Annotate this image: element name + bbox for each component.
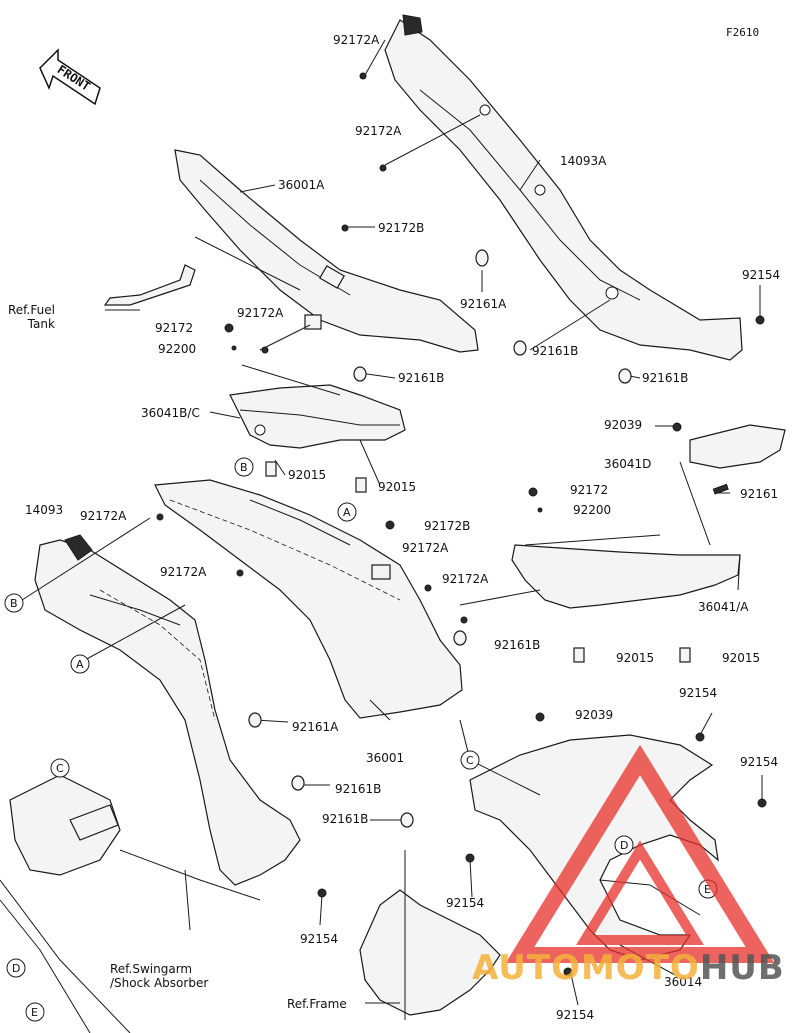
label-92161B-low1: 92161B [335,782,382,796]
label-36014: 36014 [664,975,703,989]
swingarm-ref [0,774,261,1033]
label-92172: 92172 [155,321,194,335]
label-92172A-2: 92172A [355,124,402,138]
label-92161B-mid: 92161B [398,371,445,385]
label-92154-low: 92154 [300,932,339,946]
label-36041BC: 36041B/C [141,406,200,420]
cover-14093A [384,14,743,361]
label-92161: 92161 [740,487,779,501]
cover-36041BC [229,384,406,449]
label-92161A-top: 92161A [460,297,507,311]
callout-d-1: D [620,839,628,852]
label-92154-right: 92154 [742,268,781,282]
fuel-tank-bracket [103,236,301,306]
callout-d-2: D [12,962,20,975]
label-92172A-m2: 92172A [442,572,489,586]
label-92161B-r1: 92161B [532,344,579,358]
label-92161A-low: 92161A [292,720,339,734]
label-92172A-top: 92172A [333,33,380,47]
label-92015-d: 92015 [722,651,761,665]
label-92172A-left2: 92172A [160,565,207,579]
front-arrow-icon: FRONT [39,48,101,106]
label-92161B-r2: 92161B [642,371,689,385]
label-36001: 36001 [366,751,405,765]
label-36041D: 36041D [604,457,652,471]
label-92154-r2: 92154 [740,755,779,769]
label-36001A: 36001A [278,178,325,192]
watermark-text: AUTOMOTOHUB [472,948,785,988]
callout-e-1: E [704,883,711,896]
frame-ref [359,850,501,1020]
label-92039-low: 92039 [575,708,614,722]
label-92200: 92200 [158,342,197,356]
cover-36001 [154,479,463,719]
label-ref-frame: Ref.Frame [287,997,347,1011]
automotohub-logo-icon [505,744,775,963]
label-92172B-mid: 92172B [424,519,471,533]
label-ref-swingarm: Ref.Swingarm /Shock Absorber [110,962,209,990]
callout-c-2: C [466,754,474,767]
label-92015-c: 92015 [616,651,655,665]
label-92200-right: 92200 [573,503,612,517]
watermark-text-b: HUB [699,948,785,988]
cover-14093 [34,534,301,886]
label-92172A-left: 92172A [80,509,127,523]
callout-b-1: B [240,461,248,474]
label-92039-right: 92039 [604,418,643,432]
ref-fuel-tank-text: Ref.Fuel Tank [8,303,55,331]
label-14093: 14093 [25,503,64,517]
fasteners [156,72,767,977]
label-92172A-3: 92172A [237,306,284,320]
cover-36001A [174,149,479,353]
cover-36041D [679,424,786,546]
label-92015-a: 92015 [288,468,327,482]
cover-36041A [511,534,741,609]
callout-c-1: C [56,762,64,775]
label-92172A-m1: 92172A [402,541,449,555]
callout-b-2: B [10,597,18,610]
label-ref-fuel-tank: Ref.Fuel Tank [8,303,55,331]
watermark-text-a: AUTOMOTO [472,948,700,988]
label-92154-top: 92154 [679,686,718,700]
label-92154-mid: 92154 [446,896,485,910]
label-92015-b: 92015 [378,480,417,494]
callout-a-1: A [343,506,351,519]
label-36041A: 36041/A [698,600,749,614]
label-92161B-low2: 92161B [322,812,369,826]
callout-a-2: A [76,658,84,671]
figure-code: F2610 [726,26,760,39]
label-92172B-top: 92172B [378,221,425,235]
label-92172-right: 92172 [570,483,609,497]
label-14093A: 14093A [560,154,607,168]
label-92161B-c: 92161B [494,638,541,652]
label-92154-bottom: 92154 [556,1008,595,1022]
callout-e-2: E [31,1006,38,1019]
